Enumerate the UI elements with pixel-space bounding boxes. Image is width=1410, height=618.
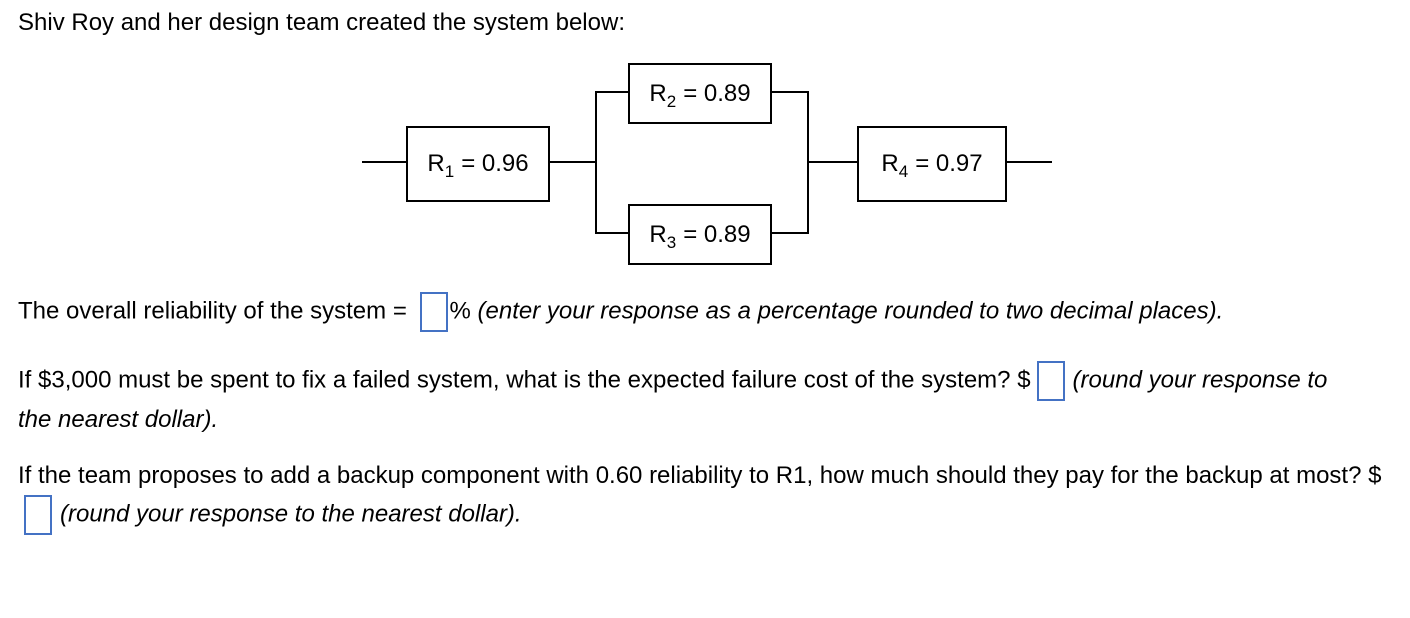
wire-parallel-to-r4 bbox=[809, 161, 857, 163]
instruction-note: (round your response to the nearest doll… bbox=[18, 366, 1328, 433]
question-text: The overall reliability of the system = bbox=[18, 297, 407, 325]
component-box-r1: R1= 0.96 bbox=[406, 126, 550, 202]
component-box-r2: R2= 0.89 bbox=[628, 63, 772, 124]
wire-top-branch-right bbox=[772, 91, 809, 93]
component-label-r3: R3= 0.89 bbox=[649, 220, 751, 252]
wire-r1-to-parallel bbox=[550, 161, 597, 163]
answer-input-backup-payment[interactable] bbox=[24, 495, 52, 535]
reliability-block-diagram: R1= 0.96 R2= 0.89 R3= 0.89 R4= 0.97 bbox=[360, 60, 1060, 272]
question-overall-reliability: The overall reliability of the system = … bbox=[18, 292, 1398, 332]
page-title: Shiv Roy and her design team created the… bbox=[18, 9, 625, 36]
dollar-sign-label: $ bbox=[1368, 462, 1382, 489]
wire-bottom-branch-left bbox=[597, 232, 628, 234]
answer-input-failure-cost[interactable] bbox=[1036, 361, 1065, 401]
question-backup-payment: If the team proposes to add a backup com… bbox=[18, 457, 1398, 535]
component-label-r2: R2= 0.89 bbox=[649, 79, 751, 111]
wire-bottom-branch-right bbox=[772, 232, 809, 234]
wire-parallel-left-rail bbox=[595, 91, 597, 234]
instruction-note: (enter your response as a percentage rou… bbox=[477, 297, 1224, 325]
answer-input-reliability[interactable] bbox=[419, 292, 448, 332]
instruction-note: (round your response to the nearest doll… bbox=[60, 500, 522, 528]
question-text: If $3,000 must be spent to fix a failed … bbox=[18, 366, 1011, 394]
component-label-r4: R4= 0.97 bbox=[881, 150, 983, 181]
wire-output bbox=[1007, 161, 1052, 163]
wire-top-branch-left bbox=[597, 91, 628, 93]
wire-parallel-right-rail bbox=[807, 91, 809, 234]
question-text: If the team proposes to add a backup com… bbox=[18, 462, 1362, 489]
component-box-r4: R4= 0.97 bbox=[857, 126, 1007, 202]
component-label-r1: R1= 0.96 bbox=[427, 150, 529, 181]
question-failure-cost: If $3,000 must be spent to fix a failed … bbox=[18, 361, 1348, 439]
wire-input bbox=[362, 161, 406, 163]
percent-unit-label: % bbox=[449, 297, 471, 325]
component-box-r3: R3= 0.89 bbox=[628, 204, 772, 265]
dollar-sign-label: $ bbox=[1017, 366, 1031, 394]
